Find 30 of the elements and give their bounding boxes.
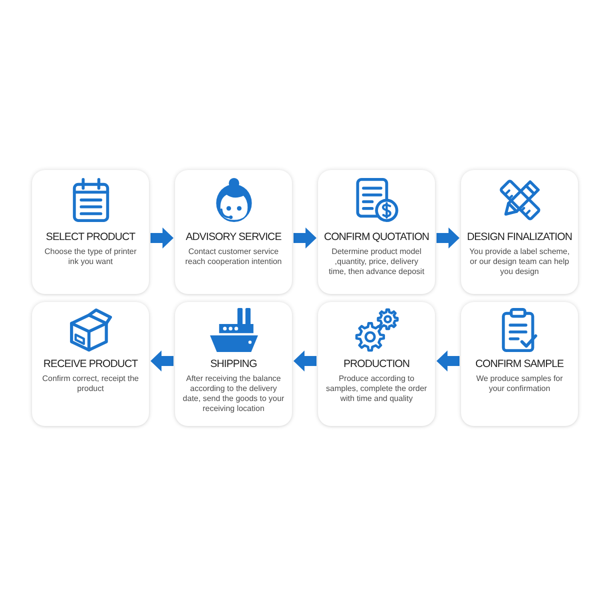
step-description: Produce according to samples, complete the order with time and quality bbox=[326, 374, 428, 404]
step-description: Choose the type of printer ink you want bbox=[43, 247, 138, 267]
step-description: We produce samples for your confirmation bbox=[475, 374, 564, 394]
step-title: CONFIRM QUOTATION bbox=[324, 231, 430, 244]
step-title: SHIPPING bbox=[210, 358, 257, 371]
arrow bbox=[150, 350, 174, 372]
step-title: RECEIVE PRODUCT bbox=[43, 358, 138, 371]
step-card bbox=[32, 302, 149, 426]
arrow bbox=[294, 350, 316, 372]
arrow bbox=[294, 228, 316, 248]
step-card bbox=[461, 170, 578, 294]
step-card bbox=[32, 170, 149, 294]
step-card bbox=[461, 302, 578, 426]
step-title: PRODUCTION bbox=[343, 358, 410, 371]
step-card bbox=[318, 302, 435, 426]
step-card bbox=[175, 302, 292, 426]
arrow bbox=[436, 228, 460, 248]
arrow bbox=[436, 350, 460, 372]
step-title: DESIGN FINALIZATION bbox=[466, 231, 572, 244]
step-title: SELECT PRODUCT bbox=[46, 231, 136, 244]
step-card bbox=[318, 170, 435, 294]
step-description: After receiving the balance according to the delivery date, send the goods to your receiving location bbox=[182, 374, 284, 414]
arrow bbox=[150, 228, 174, 248]
step-title: CONFIRM SAMPLE bbox=[475, 358, 564, 371]
step-description: Contact customer service reach cooperation intention bbox=[184, 247, 283, 267]
step-description: Determine product model ,quantity, price, delivery time, then advance deposit bbox=[328, 247, 426, 277]
step-description: Confirm correct, receipt the product bbox=[41, 374, 140, 394]
step-card bbox=[175, 170, 292, 294]
step-title: ADVISORY SERVICE bbox=[186, 231, 282, 244]
step-description: You provide a label scheme, or our design team can help you design bbox=[468, 247, 570, 277]
